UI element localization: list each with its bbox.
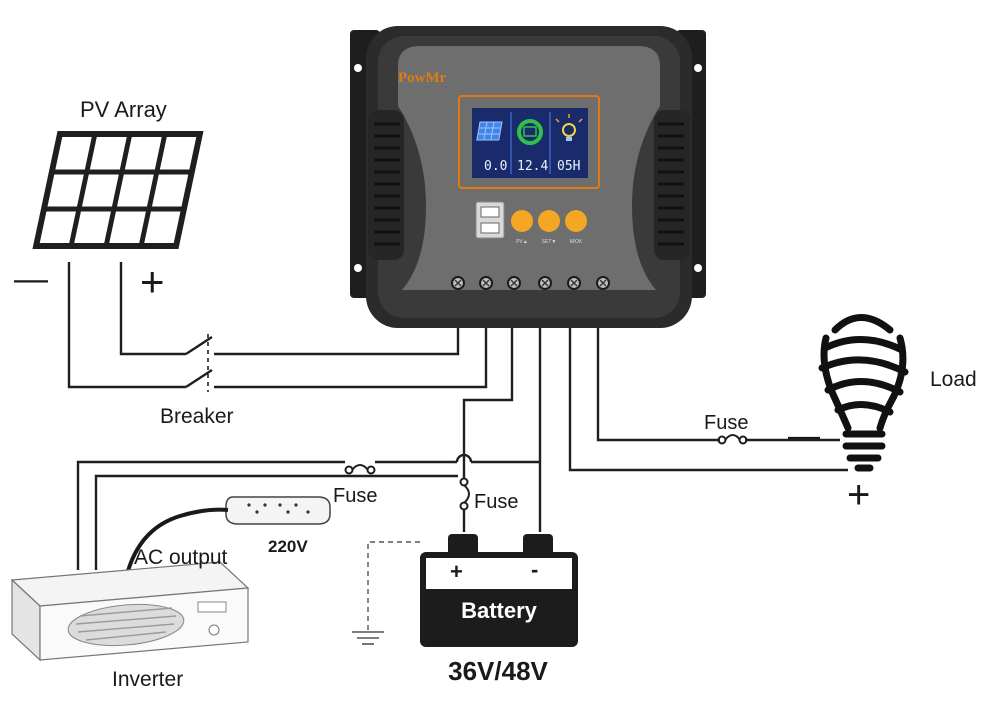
inverter-positive-wire bbox=[76, 460, 345, 570]
mode-ok-button[interactable] bbox=[565, 210, 587, 232]
load-negative-wire bbox=[596, 322, 720, 442]
terminal-screw bbox=[479, 276, 493, 290]
left-cooling-fins bbox=[368, 110, 404, 260]
ground-wire bbox=[367, 541, 420, 630]
socket-strip bbox=[225, 496, 331, 525]
lcd-bulb-icon bbox=[555, 114, 583, 141]
lcd-pv-readout: 0.0 bbox=[484, 159, 507, 174]
load-minus-sign: — bbox=[788, 417, 820, 453]
bulb-icon bbox=[818, 314, 909, 472]
battery-label: Battery bbox=[461, 598, 538, 623]
battery-negative-terminal bbox=[523, 534, 553, 556]
load-positive-wire bbox=[568, 322, 848, 472]
terminal-screw bbox=[507, 276, 521, 290]
load-plus-sign: + bbox=[847, 473, 870, 517]
lcd-load-readout: 05H bbox=[557, 159, 580, 174]
load-fuse-label: Fuse bbox=[704, 412, 748, 434]
right-cooling-fins bbox=[654, 110, 690, 260]
breaker-label: Breaker bbox=[160, 405, 234, 428]
lcd-battery-icon bbox=[517, 119, 543, 145]
inverter-fuse-label: Fuse bbox=[333, 485, 377, 507]
battery-minus-label: - bbox=[531, 557, 538, 582]
brand-logo: PowMr bbox=[398, 70, 447, 86]
terminal-screw bbox=[567, 276, 581, 290]
battery-icon bbox=[420, 534, 578, 647]
lcd-battery-readout: 12.4 bbox=[517, 159, 548, 174]
battery-plus-label: + bbox=[450, 559, 463, 584]
breaker-blade-top bbox=[185, 335, 213, 356]
terminal-screw bbox=[451, 276, 465, 290]
ac-output-cable bbox=[122, 507, 229, 589]
lcd-frame bbox=[458, 95, 600, 189]
ac-output-label: AC output bbox=[134, 546, 228, 569]
charge-controller: PowMr 0.0 12.4 05H bbox=[350, 26, 706, 328]
pv-panel-icon bbox=[32, 131, 204, 249]
pv-up-button[interactable] bbox=[511, 210, 533, 232]
inverter-icon bbox=[10, 561, 250, 662]
fuse-icon-inverter bbox=[344, 464, 376, 475]
socket-voltage-label: 220V bbox=[268, 537, 308, 556]
terminal-screw bbox=[538, 276, 552, 290]
battery-fuse-label: Fuse bbox=[474, 491, 518, 513]
inverter-label: Inverter bbox=[112, 668, 183, 691]
pv-up-label: PV▲ bbox=[516, 239, 528, 245]
pv-array-label: PV Array bbox=[80, 97, 167, 122]
pv-minus-sign: — bbox=[14, 260, 48, 298]
pv-negative-wire bbox=[67, 262, 186, 389]
battery-positive-terminal bbox=[448, 534, 478, 556]
inverter-negative-wire bbox=[94, 474, 458, 570]
battery-voltage-label: 36V/48V bbox=[448, 656, 548, 686]
terminal-screw bbox=[596, 276, 610, 290]
load-label: Load bbox=[930, 368, 977, 391]
terminal-screws bbox=[451, 276, 610, 290]
pv-negative-wire-2 bbox=[214, 322, 488, 389]
set-down-label: SET▼ bbox=[542, 239, 557, 245]
battery-positive-wire bbox=[462, 322, 514, 448]
pv-positive-wire bbox=[119, 262, 186, 356]
usb-ports bbox=[475, 201, 505, 239]
mode-ok-label: M/OK bbox=[570, 239, 583, 245]
ground-icon bbox=[352, 631, 384, 645]
set-down-button[interactable] bbox=[538, 210, 560, 232]
pv-plus-sign: + bbox=[140, 258, 165, 305]
breaker-blade-bottom bbox=[185, 368, 213, 389]
lcd-solar-icon bbox=[476, 121, 503, 141]
pv-positive-wire-2 bbox=[214, 322, 460, 356]
wires bbox=[67, 262, 848, 645]
fuse-icon-battery bbox=[459, 477, 470, 511]
fuse-icon-load bbox=[717, 434, 748, 445]
